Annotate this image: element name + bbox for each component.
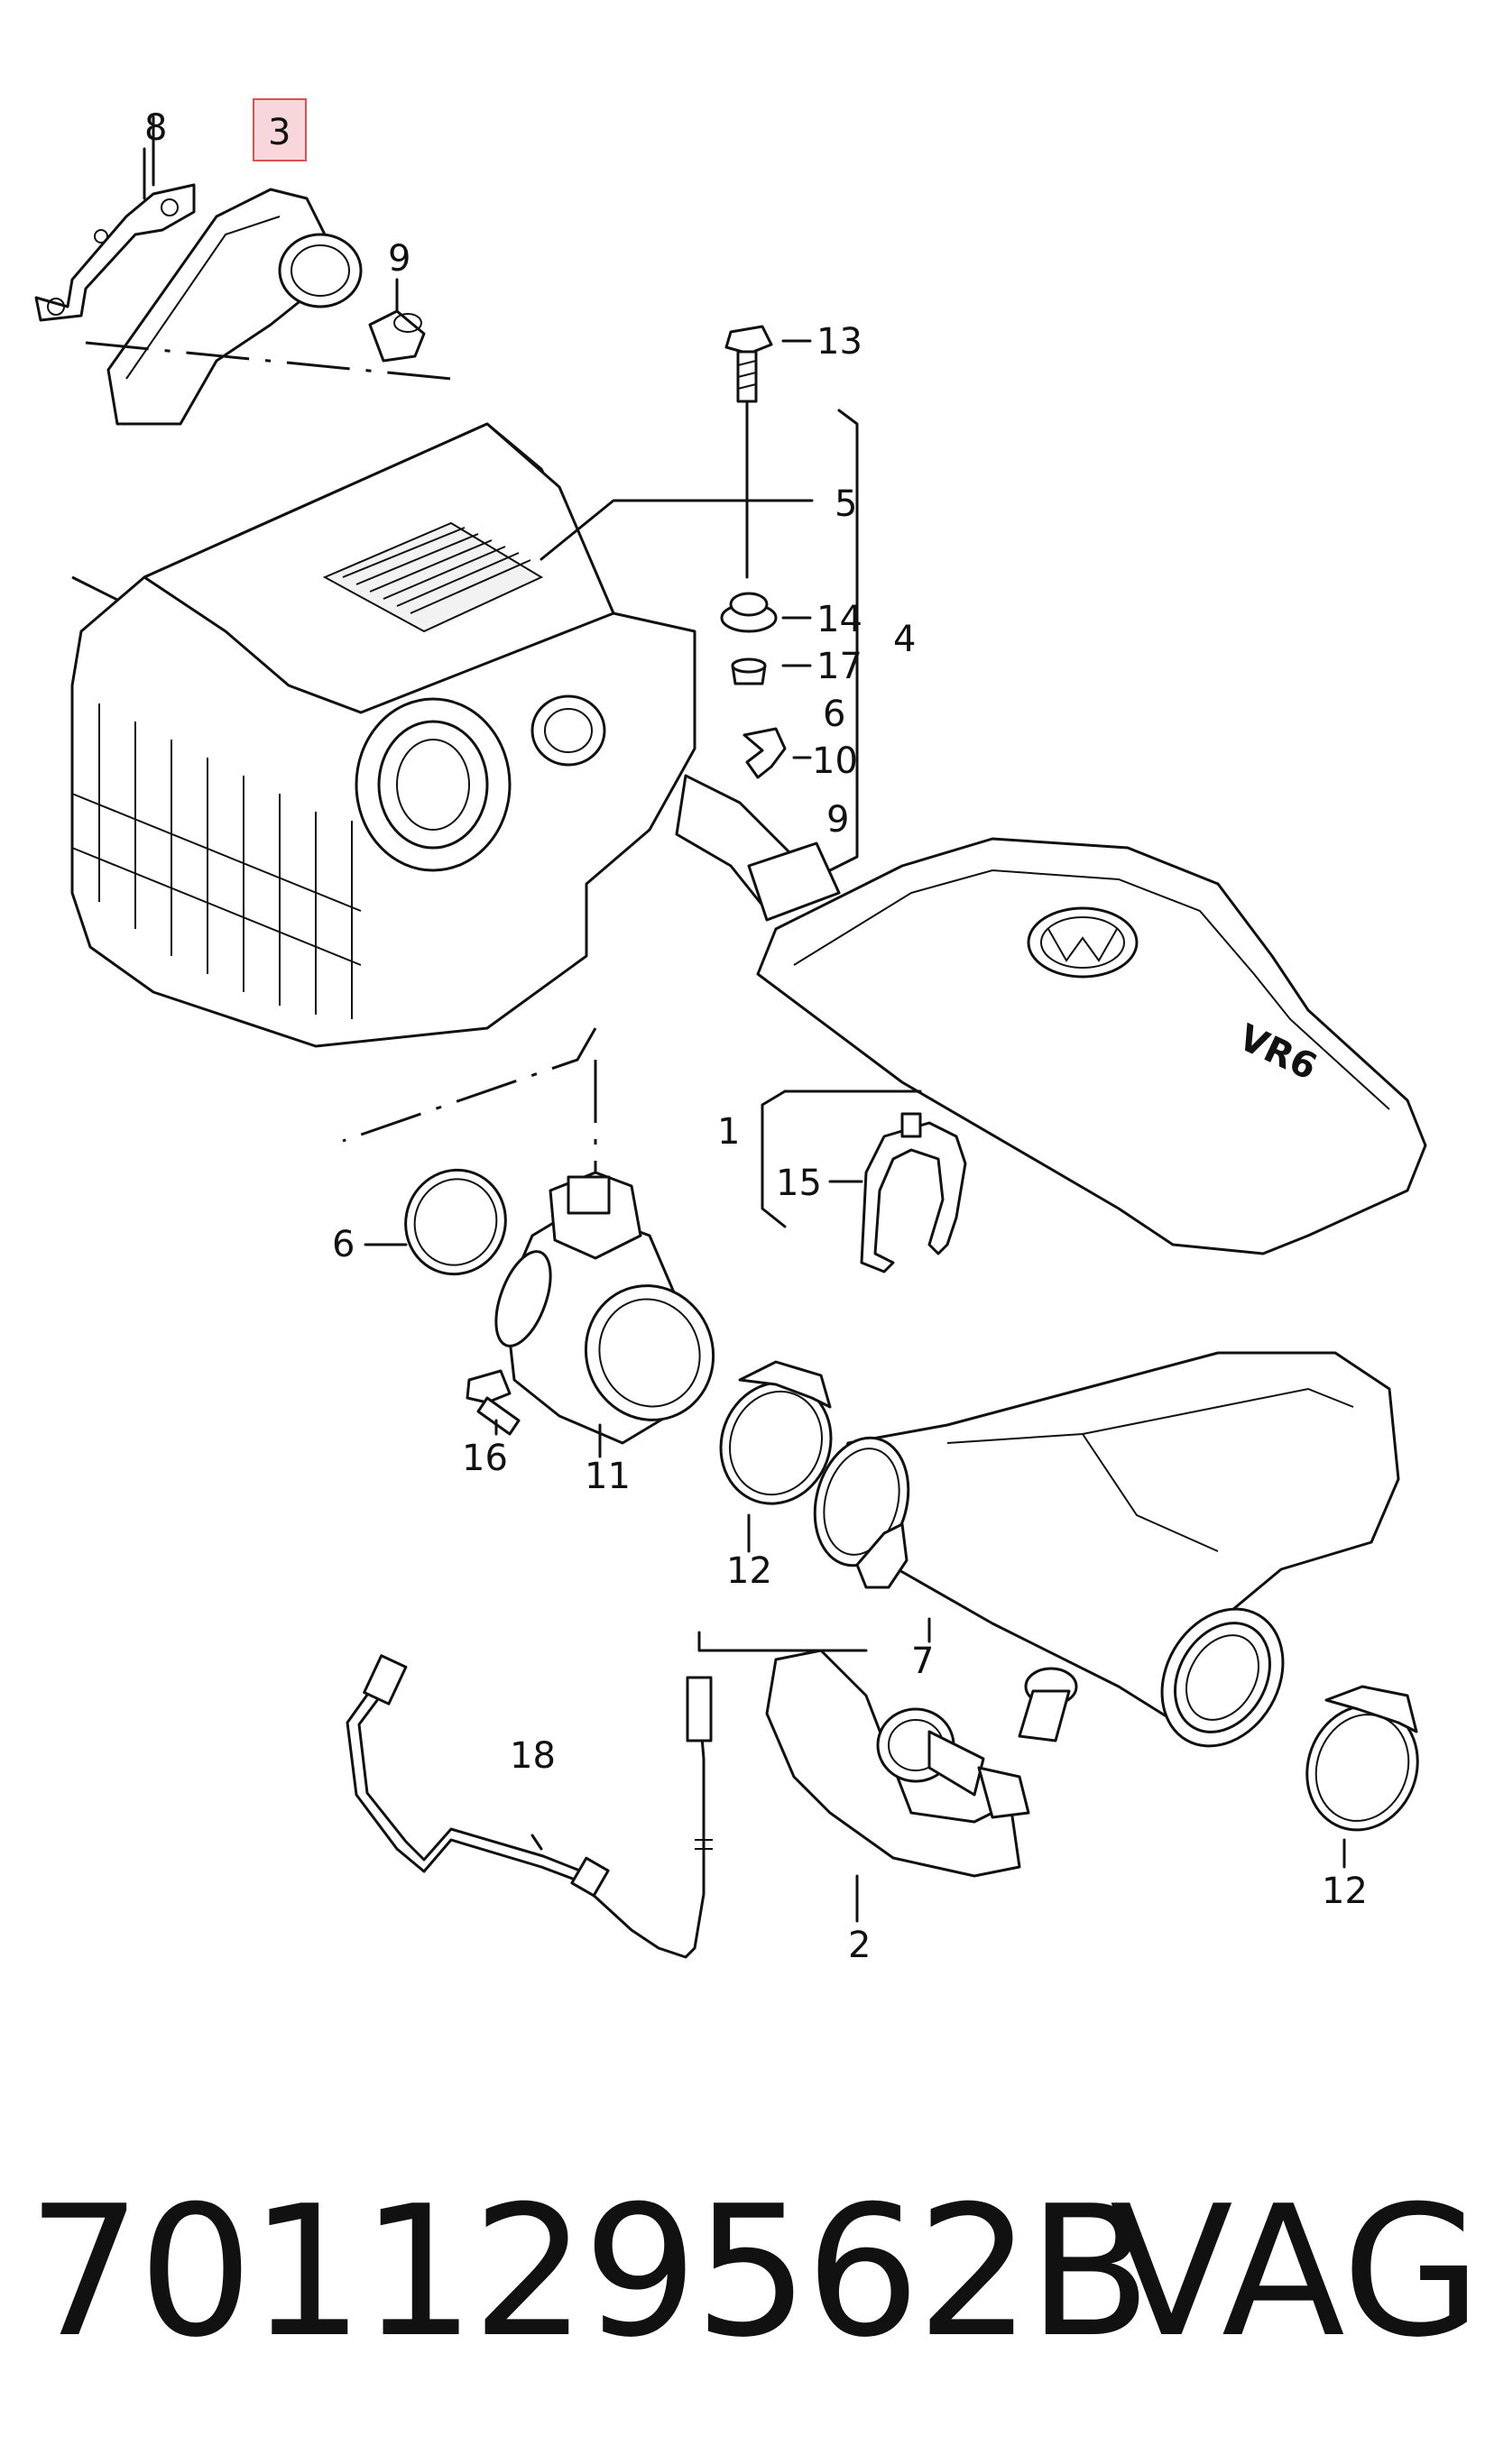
callout-15: 15 xyxy=(776,1163,822,1204)
callout-3-highlight xyxy=(253,98,307,161)
o-ring-part-6 xyxy=(404,1168,507,1276)
intake-duct-part-3 xyxy=(106,188,363,426)
engine-cover: VR6 xyxy=(756,837,1427,1255)
part-number: 701129562B xyxy=(27,2167,1151,2377)
callout-13: 13 xyxy=(816,321,862,363)
hose-clamp-part-12-left xyxy=(719,1360,833,1505)
callout-14: 14 xyxy=(816,599,862,640)
callout-2: 2 xyxy=(848,1925,871,1966)
callout-10: 10 xyxy=(812,740,858,782)
intake-tube-part-7 xyxy=(813,1351,1400,1748)
brand-name: VAG xyxy=(1110,2167,1482,2377)
bracket-part-8 xyxy=(34,183,196,322)
callout-12-left: 12 xyxy=(726,1550,772,1592)
callout-17: 17 xyxy=(816,646,862,687)
callout-7: 7 xyxy=(911,1641,934,1682)
air-mass-meter-part-11 xyxy=(494,1171,715,1445)
bolt-part-13 xyxy=(724,325,773,403)
sleeve-part-9 xyxy=(368,309,426,363)
elbow-hose-part-9 xyxy=(675,774,841,922)
callout-1: 1 xyxy=(717,1111,740,1153)
callout-5: 5 xyxy=(835,483,857,525)
nut-part-17 xyxy=(731,657,767,685)
air-filter-housing xyxy=(70,422,696,1048)
clip-part-10 xyxy=(742,727,787,779)
callout-8: 8 xyxy=(144,107,167,149)
grommet-part-14 xyxy=(720,592,778,633)
callout-18: 18 xyxy=(510,1735,556,1777)
callout-3: 3 xyxy=(268,112,291,153)
callout-9-right: 9 xyxy=(826,799,849,841)
callout-labels: 8 3 9 13 5 14 4 17 6 10 9 1 15 6 16 11 1… xyxy=(144,98,1368,1966)
clamp-bracket-part-15 xyxy=(860,1112,967,1273)
callout-6-lower: 6 xyxy=(332,1224,355,1265)
part-caption: 701129562B VAG xyxy=(27,2167,1481,2377)
hose-clamp-part-12-right xyxy=(1305,1685,1419,1832)
callout-6-upper: 6 xyxy=(823,694,845,735)
callout-4: 4 xyxy=(893,619,916,660)
leader-lines-upper xyxy=(143,115,859,872)
leader-lines-middle xyxy=(364,1089,1346,1923)
callout-9-top: 9 xyxy=(388,238,410,280)
callout-11: 11 xyxy=(585,1456,631,1497)
bolt-part-16 xyxy=(466,1369,521,1436)
callout-16: 16 xyxy=(462,1438,508,1479)
hose-part-2 xyxy=(765,1649,1030,1878)
callout-12-right: 12 xyxy=(1322,1871,1368,1912)
wire-harness-part-18 xyxy=(346,1654,713,1959)
